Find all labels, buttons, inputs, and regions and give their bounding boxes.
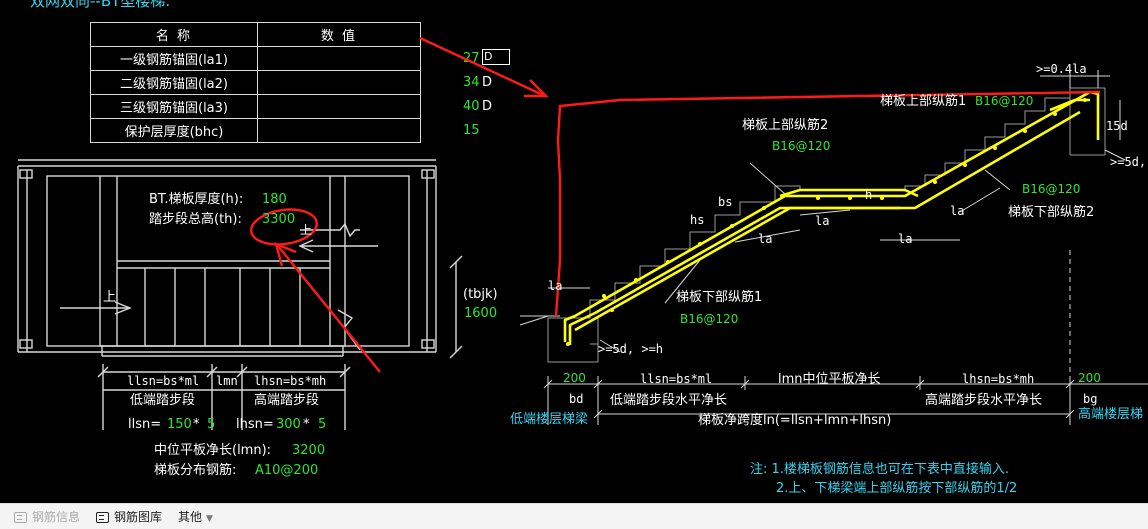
rebar-lines xyxy=(563,90,1100,345)
param-value[interactable]: 40 xyxy=(463,99,480,114)
stair-type-title: 双网双向--BT型楼梯: xyxy=(30,0,171,10)
llsn-star: * xyxy=(193,417,200,432)
rebar-dots xyxy=(566,98,1087,346)
distribution-rebar-label: 梯板分布钢筋: xyxy=(154,463,237,478)
note-line-2: 2.上、下梯梁端上部纵筋按下部纵筋的1/2 xyxy=(776,481,1018,496)
dim-low-step: llsn=bs*ml xyxy=(127,374,200,388)
bg-dim-value[interactable]: 200 xyxy=(1078,371,1101,385)
rebar-library-icon xyxy=(96,512,109,523)
dim-mid: lmn xyxy=(216,374,238,388)
total-height-label: 踏步段总高(th): xyxy=(149,212,242,227)
lhsn-dim-name: 高端踏步段水平净长 xyxy=(925,393,1043,408)
param-value[interactable]: 27 xyxy=(463,51,480,66)
dim-high-step: lhsn=bs*mh xyxy=(254,374,327,388)
low-step-name: 低端踏步段 xyxy=(130,393,196,408)
lower-bar-2-label: 梯板下部纵筋2 xyxy=(1008,205,1095,220)
lhsn-step-count[interactable]: 5 xyxy=(318,417,327,432)
tab-other-label: 其他 xyxy=(178,510,203,524)
tbjk-value[interactable]: 1600 xyxy=(464,306,498,321)
mid-platform-value[interactable]: 3200 xyxy=(292,443,326,458)
upper-bar-2-value[interactable]: B16@120 xyxy=(772,139,831,153)
d15-dim: 15d xyxy=(1106,119,1128,133)
la-label: la xyxy=(548,279,563,293)
tbjk-label: (tbjk) xyxy=(463,287,498,302)
slab-thickness-label: BT.梯板厚度(h): xyxy=(149,192,244,207)
distribution-rebar-value[interactable]: A10@200 xyxy=(255,463,319,478)
llsn-dim: llsn=bs*ml xyxy=(640,372,713,386)
lower-bar-1-value[interactable]: B16@120 xyxy=(680,312,739,326)
tab-rebar-library-label: 钢筋图库 xyxy=(114,510,163,524)
d5-dim: >=5d, xyxy=(1110,155,1147,169)
param-row: 一级钢筋锚固(la1) 27 D xyxy=(90,46,510,71)
rebar-info-icon xyxy=(14,512,27,523)
upper-bar-1-value[interactable]: B16@120 xyxy=(975,94,1034,108)
slab-thickness-value[interactable]: 180 xyxy=(262,192,287,207)
lmn-dim-name: lmn中位平板净长 xyxy=(778,372,881,387)
high-beam-label: 高端楼层梯 xyxy=(1078,407,1144,422)
stair-drawing-svg xyxy=(17,36,1148,430)
bottom-anchor-dim: >=5d, >=h xyxy=(598,342,664,356)
param-name: 保护层厚度(bhc) xyxy=(90,118,258,143)
param-value-cell[interactable]: 34 D xyxy=(257,70,492,95)
param-value[interactable]: 15 xyxy=(463,123,480,138)
param-value-cell[interactable]: 15 xyxy=(257,118,480,143)
tab-rebar-library[interactable]: 钢筋图库 xyxy=(96,510,162,524)
la-label: la xyxy=(815,214,830,228)
bd-dim-label: bd xyxy=(569,392,584,406)
llsn-dim-name: 低端踏步段水平净长 xyxy=(610,393,728,408)
up-arrow-label: 上 xyxy=(103,290,117,305)
upper-bar-1-label: 梯板上部纵筋1 xyxy=(880,94,967,109)
note-line-1: 注: 1.楼梯板钢筋信息也可在下表中直接输入. xyxy=(750,462,1010,477)
llsn-step-count[interactable]: 5 xyxy=(207,417,216,432)
lhsn-step-width[interactable]: 300 xyxy=(276,417,301,432)
step-width-bs: bs xyxy=(718,195,733,209)
anchor-params-table: 名 称 数 值 一级钢筋锚固(la1) 27 D 二级钢筋锚固(la2) 34 … xyxy=(90,22,510,143)
bottom-tab-bar: 钢筋信息 钢筋图库 其他▼ xyxy=(0,503,1148,529)
param-row: 二级钢筋锚固(la2) 34 D xyxy=(90,70,492,95)
llsn-step-width[interactable]: 150 xyxy=(167,417,192,432)
lhsn-prefix: lhsn= xyxy=(236,417,274,432)
upper-bar-2-label: 梯板上部纵筋2 xyxy=(742,118,829,133)
param-unit-input[interactable]: D xyxy=(482,49,510,65)
la-label: la xyxy=(758,232,773,246)
param-name: 一级钢筋锚固(la1) xyxy=(90,46,258,71)
param-unit: D xyxy=(482,75,493,90)
tab-rebar-info[interactable]: 钢筋信息 xyxy=(14,510,80,524)
bd-dim-value[interactable]: 200 xyxy=(563,371,586,385)
lower-bar-1-label: 梯板下部纵筋1 xyxy=(676,290,763,305)
param-value[interactable]: 34 xyxy=(463,75,480,90)
tab-other[interactable]: 其他▼ xyxy=(178,510,213,526)
slab-h-mark: h xyxy=(865,188,873,202)
mid-platform-label: 中位平板净长(lmn): xyxy=(154,443,272,458)
cad-drawing-canvas: 双网双向--BT型楼梯: 名 称 数 值 一级钢筋锚固(la1) 27 D 二级… xyxy=(17,0,1148,496)
la-label: la xyxy=(898,232,913,246)
param-row: 保护层厚度(bhc) 15 xyxy=(90,118,480,143)
span-label: 梯板净跨度ln(=llsn+lmn+lhsn) xyxy=(698,413,892,428)
tab-rebar-info-label: 钢筋信息 xyxy=(32,510,81,524)
lhsn-star: * xyxy=(303,417,310,432)
col-header-value: 数 值 xyxy=(257,22,421,47)
section-dimension-lines xyxy=(519,70,1148,425)
high-step-name: 高端踏步段 xyxy=(254,393,320,408)
anchor-top-dim: >=0.4la xyxy=(1036,62,1087,76)
param-value-cell[interactable]: 27 D xyxy=(257,46,510,71)
plan-view-lines xyxy=(17,159,463,430)
param-unit: D xyxy=(482,99,493,114)
low-beam-label: 低端楼层梯梁 xyxy=(510,412,589,427)
lower-bar-2-value[interactable]: B16@120 xyxy=(1022,182,1081,196)
total-height-value[interactable]: 3300 xyxy=(262,212,296,227)
up-arrow-label: 上 xyxy=(300,223,313,237)
param-row: 三级钢筋锚固(la3) 40 D xyxy=(90,94,492,119)
la-label: la xyxy=(950,204,965,218)
llsn-prefix: llsn= xyxy=(128,417,162,432)
bg-dim-label: bg xyxy=(1083,392,1098,406)
chevron-down-icon: ▼ xyxy=(206,514,213,524)
red-annotation-marks xyxy=(250,36,1101,373)
param-name: 二级钢筋锚固(la2) xyxy=(90,70,258,95)
lhsn-dim: lhsn=bs*mh xyxy=(962,372,1035,386)
step-height-hs: hs xyxy=(690,213,705,227)
